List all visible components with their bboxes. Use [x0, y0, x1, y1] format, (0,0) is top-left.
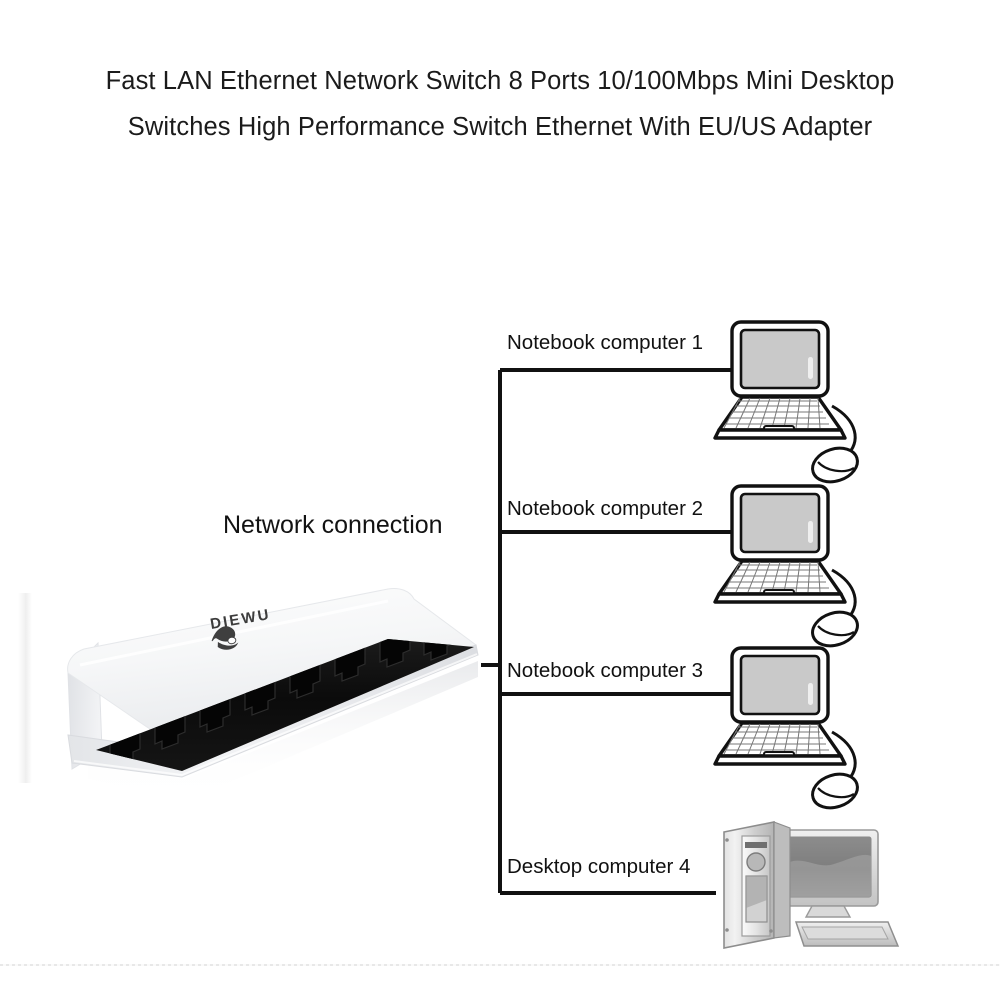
node-label-desktop-4: Desktop computer 4: [505, 855, 693, 879]
node-label-notebook-1: Notebook computer 1: [505, 331, 706, 355]
laptop-nb3: [713, 646, 859, 810]
laptop-nb1: [713, 320, 859, 484]
photo-edge-artifact: [18, 593, 32, 783]
desktop-dt4: [723, 821, 900, 949]
mouse-icon: [811, 446, 859, 484]
desktop-monitor-stand: [804, 905, 852, 918]
mouse-button-split: [817, 787, 855, 799]
tower-power-button: [746, 852, 766, 872]
brand-logo-icon: [211, 626, 239, 650]
connection-lines: [481, 368, 731, 895]
laptop-keyboard: [723, 397, 829, 429]
laptop-screen-glare: [808, 683, 813, 705]
node-label-notebook-2: Notebook computer 2: [505, 497, 706, 521]
laptop-screen: [739, 654, 821, 716]
network-switch-product-photo: DIEWU: [58, 565, 508, 805]
laptop-screen-glare: [808, 357, 813, 379]
laptop-keyboard: [723, 723, 829, 755]
desktop-keyboard: [794, 921, 900, 947]
laptop-front-lip: [713, 428, 847, 440]
tower-optical-drive: [745, 842, 767, 848]
switch-front-lip: [73, 653, 478, 777]
laptop-front-lip: [713, 592, 847, 604]
product-title-line-2: Switches High Performance Switch Etherne…: [127, 113, 873, 141]
laptop-keyboard: [723, 561, 829, 593]
network-connection-label: Network connection: [223, 511, 443, 539]
bottom-divider: [0, 964, 1000, 966]
switch-top-face: [67, 588, 478, 752]
laptop-nb2: [713, 484, 859, 648]
mouse-icon: [811, 772, 859, 810]
network-switch-illustration: [67, 588, 479, 801]
switch-front-face: [67, 644, 479, 778]
laptop-screen-glare: [808, 521, 813, 543]
node-label-notebook-3: Notebook computer 3: [505, 659, 706, 683]
switch-reflection: [88, 661, 478, 801]
desktop-monitor-wallpaper: [785, 854, 871, 897]
laptop-front-lip: [713, 754, 847, 766]
mouse-button-split: [817, 625, 855, 637]
desktop-monitor: [777, 829, 879, 918]
laptop-screen: [739, 328, 821, 390]
mouse-button-split: [817, 461, 855, 473]
laptop-screen: [739, 492, 821, 554]
switch-port-strip: [96, 639, 474, 771]
mouse-icon: [811, 610, 859, 648]
product-title-line-1: Fast LAN Ethernet Network Switch 8 Ports…: [105, 67, 895, 95]
product-title: Fast LAN Ethernet Network Switch 8 Ports…: [0, 58, 1000, 150]
desktop-tower: [723, 821, 791, 949]
